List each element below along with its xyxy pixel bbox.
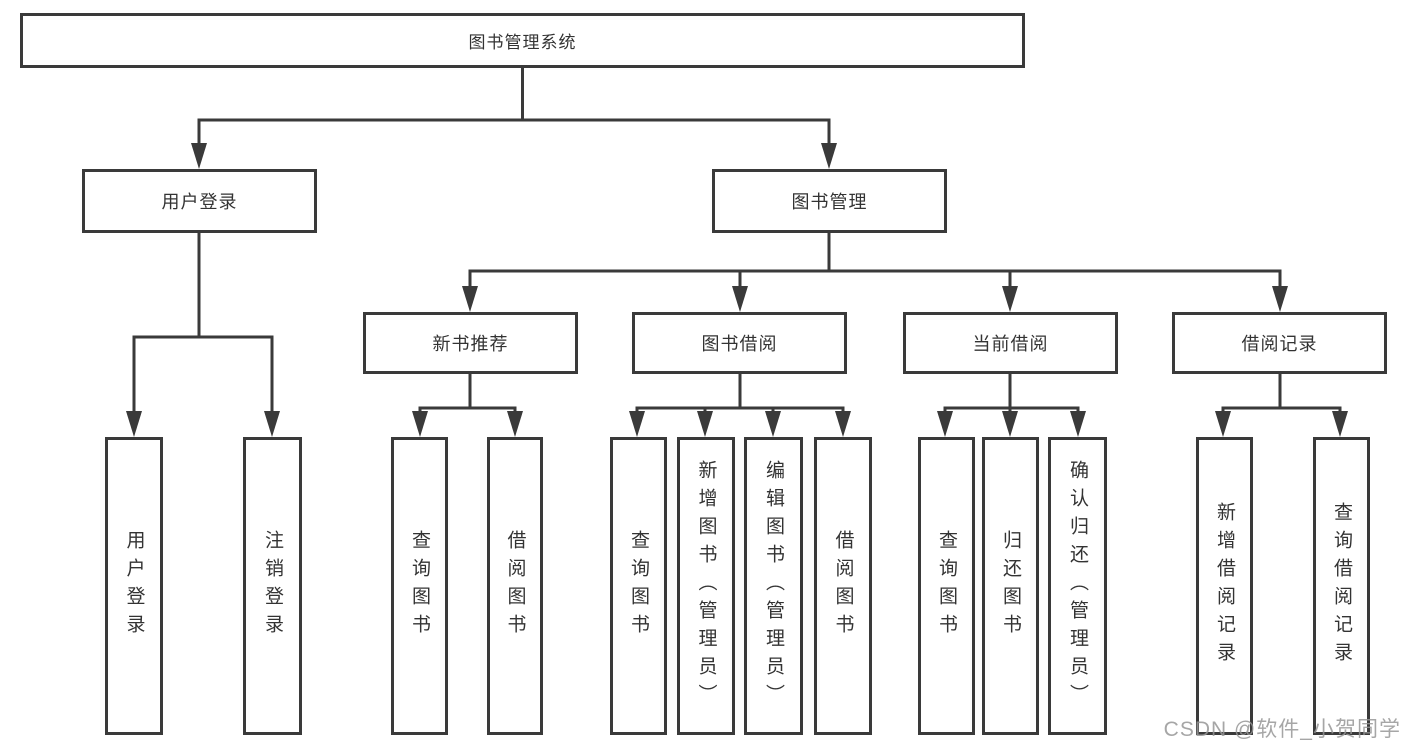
- node-label: 借阅图书: [504, 530, 526, 642]
- node-label: 归还图书: [1000, 530, 1021, 642]
- node-label: 查询借阅记录: [1331, 502, 1352, 670]
- node-label: 查询图书: [936, 530, 957, 642]
- node-label: 新书推荐: [432, 334, 509, 354]
- node-label: 新增图书（管理员）: [695, 460, 717, 712]
- node-label: 查询图书: [409, 530, 430, 642]
- leaf-borrow-books-2: 借阅图书: [814, 437, 872, 735]
- node-label: 新增借阅记录: [1214, 502, 1235, 670]
- node-label: 用户登录: [123, 530, 145, 642]
- leaf-query-books-3: 查询图书: [918, 437, 975, 735]
- node-borrowing-records: 借阅记录: [1172, 312, 1387, 374]
- leaf-borrow-books-1: 借阅图书: [487, 437, 543, 735]
- node-label: 图书管理系统: [468, 33, 577, 52]
- node-new-book-recommendation: 新书推荐: [363, 312, 578, 374]
- leaf-logout: 注销登录: [243, 437, 302, 735]
- node-label: 当前借阅: [972, 334, 1049, 354]
- node-label: 注销登录: [262, 530, 283, 642]
- node-label: 确认归还（管理员）: [1067, 460, 1088, 712]
- leaf-add-books-admin: 新增图书（管理员）: [677, 437, 735, 735]
- leaf-query-books-1: 查询图书: [391, 437, 448, 735]
- node-book-borrowing: 图书借阅: [632, 312, 847, 374]
- node-current-borrowing: 当前借阅: [903, 312, 1118, 374]
- leaf-user-login: 用户登录: [105, 437, 163, 735]
- leaf-return-books: 归还图书: [982, 437, 1039, 735]
- node-label: 图书借阅: [701, 334, 778, 354]
- node-user-login: 用户登录: [82, 169, 317, 233]
- node-library-management-system: 图书管理系统: [20, 13, 1025, 68]
- leaf-add-borrow-record: 新增借阅记录: [1196, 437, 1253, 735]
- watermark: CSDN @软件_小贺同学: [1163, 718, 1401, 741]
- leaf-query-books-2: 查询图书: [610, 437, 667, 735]
- leaf-edit-books-admin: 编辑图书（管理员）: [744, 437, 803, 735]
- node-label: 编辑图书（管理员）: [763, 460, 784, 712]
- leaf-confirm-return-admin: 确认归还（管理员）: [1048, 437, 1107, 735]
- node-book-management: 图书管理: [712, 169, 947, 233]
- node-label: 借阅图书: [832, 530, 854, 642]
- node-label: 图书管理: [791, 192, 868, 212]
- node-label: 查询图书: [628, 530, 649, 642]
- node-label: 用户登录: [161, 192, 238, 212]
- leaf-query-borrow-record: 查询借阅记录: [1313, 437, 1370, 735]
- node-label: 借阅记录: [1241, 334, 1318, 354]
